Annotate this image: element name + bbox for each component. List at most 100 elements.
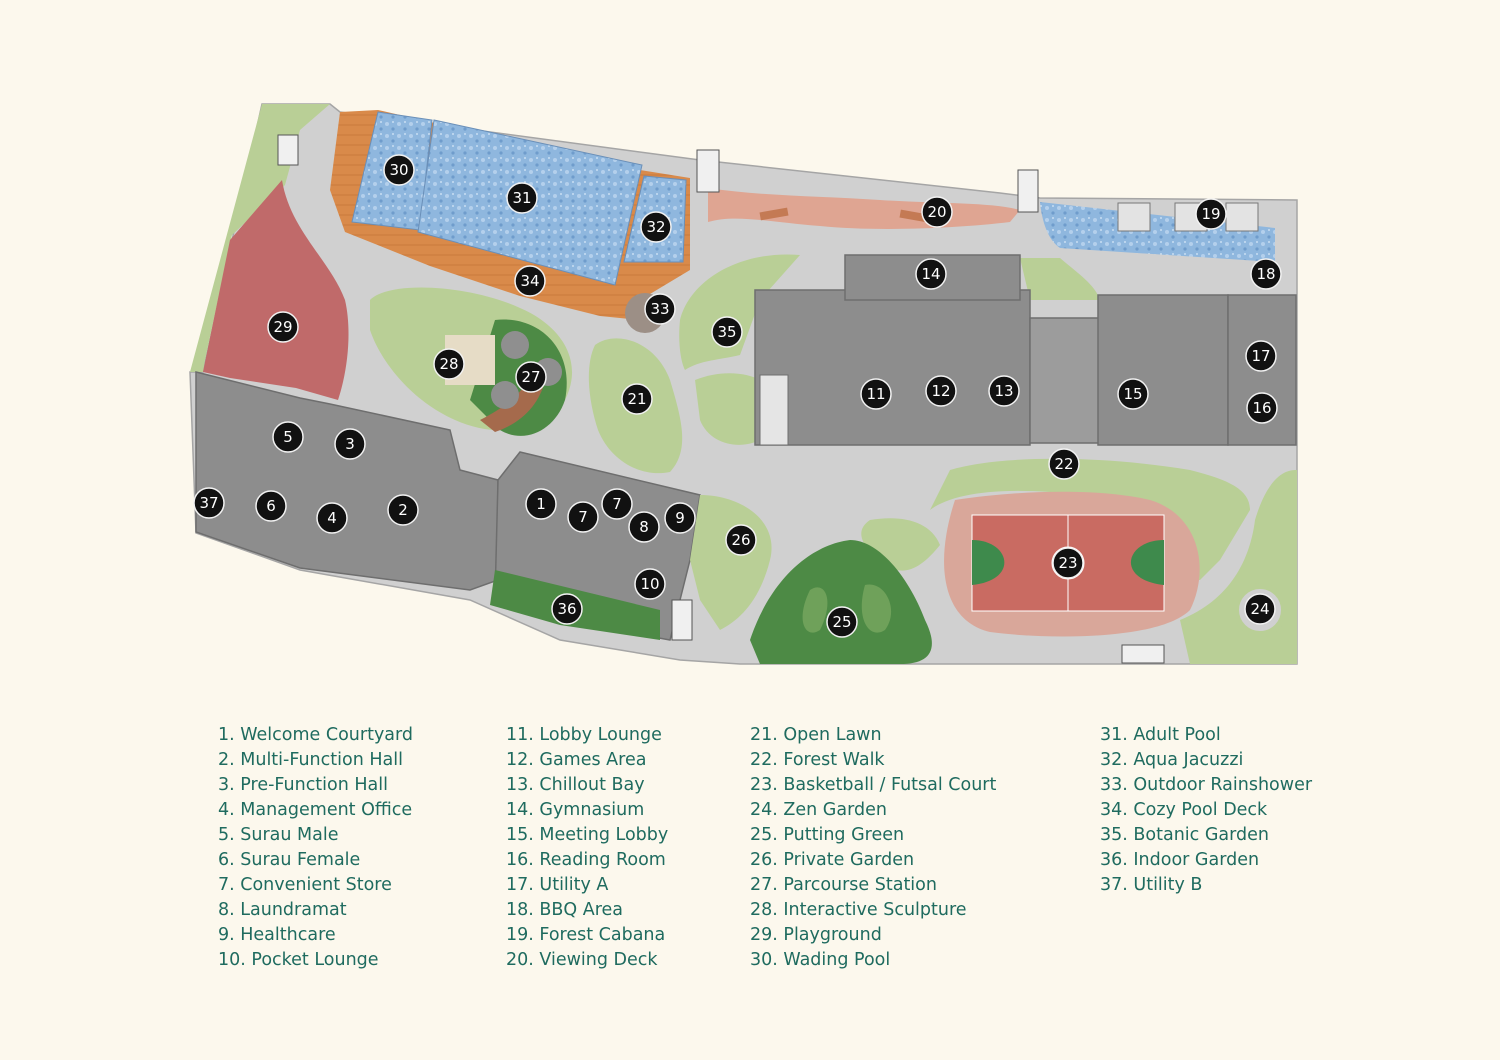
marker-number: 7 bbox=[578, 508, 588, 526]
marker-number: 37 bbox=[199, 494, 218, 512]
cabana-roof bbox=[1225, 202, 1259, 232]
map-marker-7[interactable]: 7 bbox=[601, 488, 633, 520]
building-core bbox=[1029, 317, 1101, 444]
stair-core bbox=[759, 374, 789, 446]
marker-number: 25 bbox=[832, 613, 851, 631]
marker-badge bbox=[644, 293, 676, 325]
marker-number: 1 bbox=[536, 495, 546, 513]
marker-badge bbox=[551, 593, 583, 625]
marker-number: 10 bbox=[640, 575, 659, 593]
map-marker-8[interactable]: 8 bbox=[628, 511, 660, 543]
marker-badge bbox=[826, 606, 858, 638]
marker-badge bbox=[621, 383, 653, 415]
court-key-east bbox=[1130, 540, 1164, 585]
map-marker-17[interactable]: 17 bbox=[1245, 340, 1277, 372]
marker-badge bbox=[193, 487, 225, 519]
marker-number: 17 bbox=[1251, 347, 1270, 365]
marker-badge bbox=[925, 375, 957, 407]
map-marker-37[interactable]: 37 bbox=[193, 487, 225, 519]
map-marker-1[interactable]: 1 bbox=[525, 488, 557, 520]
map-marker-12[interactable]: 12 bbox=[925, 375, 957, 407]
marker-badge bbox=[1052, 547, 1084, 579]
marker-badge bbox=[640, 211, 672, 243]
marker-badge bbox=[387, 494, 419, 526]
map-marker-15[interactable]: 15 bbox=[1117, 378, 1149, 410]
forest-cabana-water bbox=[1040, 202, 1275, 262]
putting-green-bunker bbox=[861, 584, 892, 633]
marker-badge bbox=[272, 421, 304, 453]
map-marker-21[interactable]: 21 bbox=[621, 383, 653, 415]
marker-number: 22 bbox=[1054, 455, 1073, 473]
staircase bbox=[696, 149, 720, 193]
map-marker-24[interactable]: 24 bbox=[1244, 593, 1276, 625]
marker-number: 9 bbox=[675, 509, 685, 527]
marker-number: 33 bbox=[650, 300, 669, 318]
putting-green bbox=[750, 540, 932, 664]
botanic-garden bbox=[679, 254, 800, 370]
marker-number: 21 bbox=[627, 390, 646, 408]
map-marker-36[interactable]: 36 bbox=[551, 593, 583, 625]
map-marker-23[interactable]: 23 bbox=[1052, 547, 1084, 579]
marker-badge bbox=[514, 265, 546, 297]
map-marker-35[interactable]: 35 bbox=[711, 316, 743, 348]
map-marker-32[interactable]: 32 bbox=[640, 211, 672, 243]
marker-number: 34 bbox=[520, 272, 539, 290]
map-marker-6[interactable]: 6 bbox=[255, 490, 287, 522]
map-marker-34[interactable]: 34 bbox=[514, 265, 546, 297]
map-marker-26[interactable]: 26 bbox=[725, 524, 757, 556]
putting-green-bunker bbox=[802, 587, 828, 633]
staircase bbox=[277, 134, 299, 166]
map-marker-4[interactable]: 4 bbox=[316, 502, 348, 534]
marker-badge bbox=[255, 490, 287, 522]
map-marker-22[interactable]: 22 bbox=[1048, 448, 1080, 480]
marker-number: 12 bbox=[931, 382, 950, 400]
map-marker-33[interactable]: 33 bbox=[644, 293, 676, 325]
map-marker-25[interactable]: 25 bbox=[826, 606, 858, 638]
marker-badge bbox=[634, 568, 666, 600]
map-marker-31[interactable]: 31 bbox=[506, 182, 538, 214]
marker-badge bbox=[1117, 378, 1149, 410]
map-marker-30[interactable]: 30 bbox=[383, 154, 415, 186]
marker-number: 15 bbox=[1123, 385, 1142, 403]
marker-number: 13 bbox=[994, 382, 1013, 400]
map-marker-29[interactable]: 29 bbox=[267, 311, 299, 343]
map-marker-9[interactable]: 9 bbox=[664, 502, 696, 534]
map-marker-19[interactable]: 19 bbox=[1195, 198, 1227, 230]
map-marker-27[interactable]: 27 bbox=[515, 361, 547, 393]
marker-badge bbox=[921, 196, 953, 228]
map-marker-7[interactable]: 7 bbox=[567, 501, 599, 533]
marker-badge bbox=[267, 311, 299, 343]
marker-number: 7 bbox=[612, 495, 622, 513]
court-center-circle bbox=[1051, 546, 1085, 580]
map-marker-16[interactable]: 16 bbox=[1246, 392, 1278, 424]
marker-number: 14 bbox=[921, 265, 940, 283]
marker-number: 3 bbox=[345, 435, 355, 453]
map-marker-13[interactable]: 13 bbox=[988, 375, 1020, 407]
marker-badge bbox=[1245, 340, 1277, 372]
parcourse-pad bbox=[491, 381, 519, 409]
marker-badge bbox=[628, 511, 660, 543]
marker-number: 36 bbox=[557, 600, 576, 618]
botanic-garden-lower bbox=[695, 373, 760, 445]
marker-number: 23 bbox=[1058, 554, 1077, 572]
map-marker-28[interactable]: 28 bbox=[433, 348, 465, 380]
marker-number: 2 bbox=[398, 501, 408, 519]
map-marker-14[interactable]: 14 bbox=[915, 258, 947, 290]
marker-number: 19 bbox=[1201, 205, 1220, 223]
marker-badge bbox=[664, 502, 696, 534]
viewing-deck-bench bbox=[759, 207, 789, 221]
map-marker-2[interactable]: 2 bbox=[387, 494, 419, 526]
map-marker-5[interactable]: 5 bbox=[272, 421, 304, 453]
lawn-west-strip bbox=[190, 104, 330, 372]
marker-badge bbox=[515, 361, 547, 393]
marker-badge bbox=[433, 348, 465, 380]
map-marker-18[interactable]: 18 bbox=[1250, 258, 1282, 290]
map-marker-10[interactable]: 10 bbox=[634, 568, 666, 600]
map-marker-20[interactable]: 20 bbox=[921, 196, 953, 228]
map-marker-3[interactable]: 3 bbox=[334, 428, 366, 460]
building-lobby bbox=[754, 289, 1031, 446]
map-marker-11[interactable]: 11 bbox=[860, 378, 892, 410]
marker-number: 26 bbox=[731, 531, 750, 549]
